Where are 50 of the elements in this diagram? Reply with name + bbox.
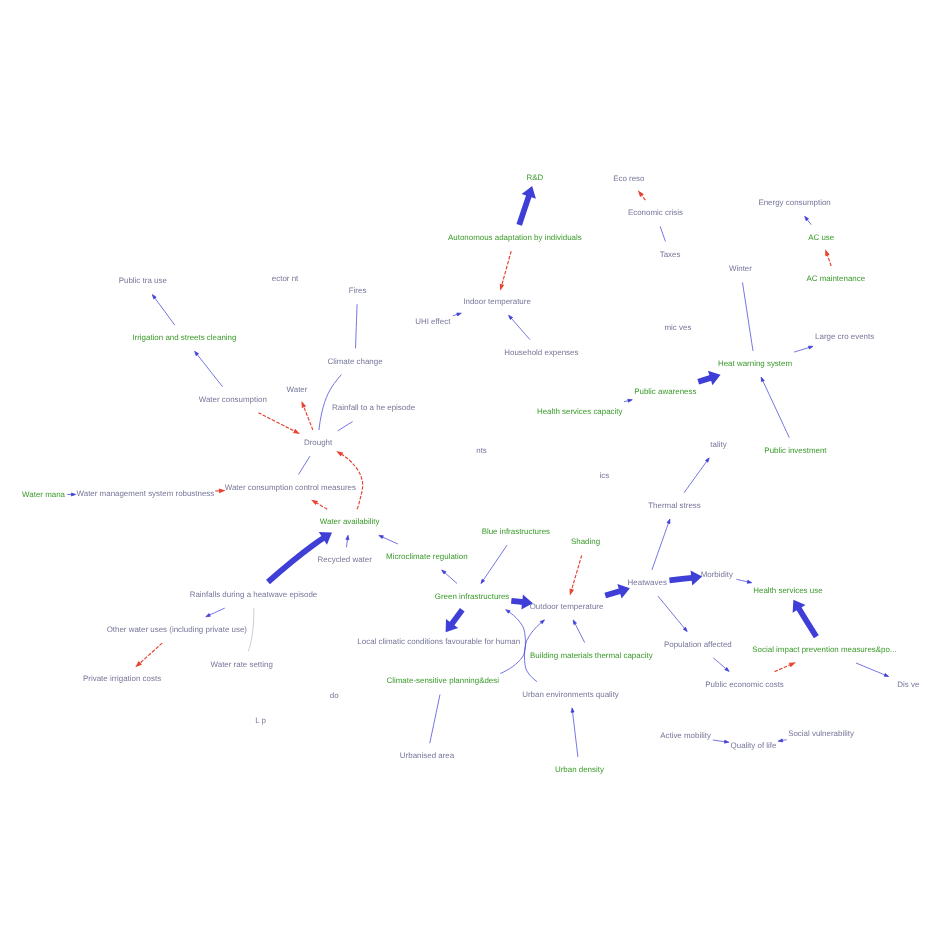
arrow: [205, 607, 226, 618]
arrow: [651, 518, 671, 571]
arrow: [378, 535, 399, 545]
arrow: [777, 738, 788, 743]
arrow: [336, 451, 364, 510]
arrow: [657, 595, 688, 632]
arrow: [345, 534, 350, 548]
connector: [742, 282, 754, 352]
arrow: [445, 608, 465, 633]
arrow: [524, 619, 545, 682]
connector: [659, 226, 666, 242]
arrow: [669, 570, 703, 586]
arrow: [712, 657, 730, 672]
arrow: [570, 707, 579, 758]
connector: [247, 607, 255, 652]
arrow: [569, 554, 583, 596]
arrow: [194, 350, 223, 388]
arrow: [760, 376, 790, 439]
arrow: [135, 642, 163, 668]
arrow: [572, 619, 585, 643]
arrow: [311, 499, 328, 510]
arrow: [736, 578, 753, 584]
connector: [318, 374, 342, 431]
arrow: [301, 401, 314, 431]
arrow: [441, 569, 458, 584]
arrow: [855, 662, 890, 677]
arrow: [825, 249, 832, 267]
arrow: [266, 532, 332, 585]
arrow: [508, 314, 531, 341]
connector: [429, 694, 441, 744]
arrow: [452, 312, 462, 317]
arrow: [480, 544, 508, 584]
arrow: [804, 215, 812, 226]
arrow: [773, 662, 796, 673]
connector: [298, 455, 311, 475]
arrow: [499, 250, 512, 291]
arrow: [792, 599, 819, 639]
arrow: [637, 190, 646, 201]
arrow: [712, 739, 730, 744]
arrow: [214, 488, 226, 494]
arrow: [66, 492, 77, 497]
arrow: [152, 294, 176, 326]
arrow: [793, 345, 814, 353]
connector: [355, 303, 358, 349]
arrow: [499, 609, 526, 674]
arrow: [683, 457, 710, 494]
arrow: [516, 186, 536, 226]
connector: [337, 421, 353, 432]
arrow: [623, 398, 633, 403]
arrow: [257, 412, 301, 434]
